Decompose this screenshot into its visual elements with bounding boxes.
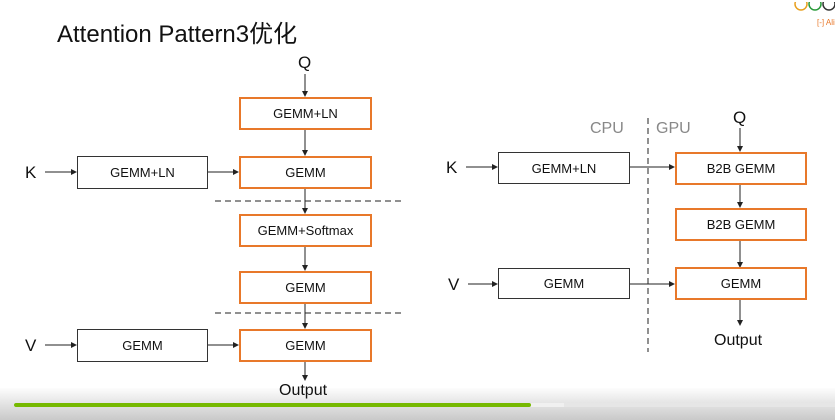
chain-box: B2B GEMM [675, 208, 807, 241]
chain-box: GEMM [239, 271, 372, 304]
cpu-label: CPU [590, 120, 624, 137]
chain-box: GEMM+Softmax [239, 214, 372, 247]
progress-fill [14, 403, 532, 407]
input-q-label: Q [733, 108, 747, 127]
input-k-label: K [25, 163, 37, 182]
slide-title: Attention Pattern3优化 [57, 21, 298, 48]
chain-box: GEMM [239, 329, 372, 362]
k-gemm-ln-box: GEMM+LN [498, 152, 630, 184]
progress-scrubber[interactable] [14, 403, 835, 407]
v-gemm-box: GEMM [77, 329, 208, 362]
gpu-label: GPU [656, 120, 691, 137]
v-gemm-box: GEMM [498, 268, 630, 299]
video-controls [0, 388, 835, 420]
input-v-label: V [25, 336, 37, 355]
k-gemm-ln-box: GEMM+LN [77, 156, 208, 189]
alibaba-cloud-logo: [-] Alibaba Cl [787, 2, 835, 42]
chain-box: GEMM [675, 267, 807, 300]
chain-box: GEMM [239, 156, 372, 189]
input-v-label: V [448, 275, 460, 294]
output-label: Output [714, 332, 763, 349]
output-label: Output [279, 382, 328, 399]
chain-box: B2B GEMM [675, 152, 807, 185]
input-k-label: K [446, 158, 458, 177]
input-q-label: Q [298, 53, 312, 72]
chain-box: GEMM+LN [239, 97, 372, 130]
